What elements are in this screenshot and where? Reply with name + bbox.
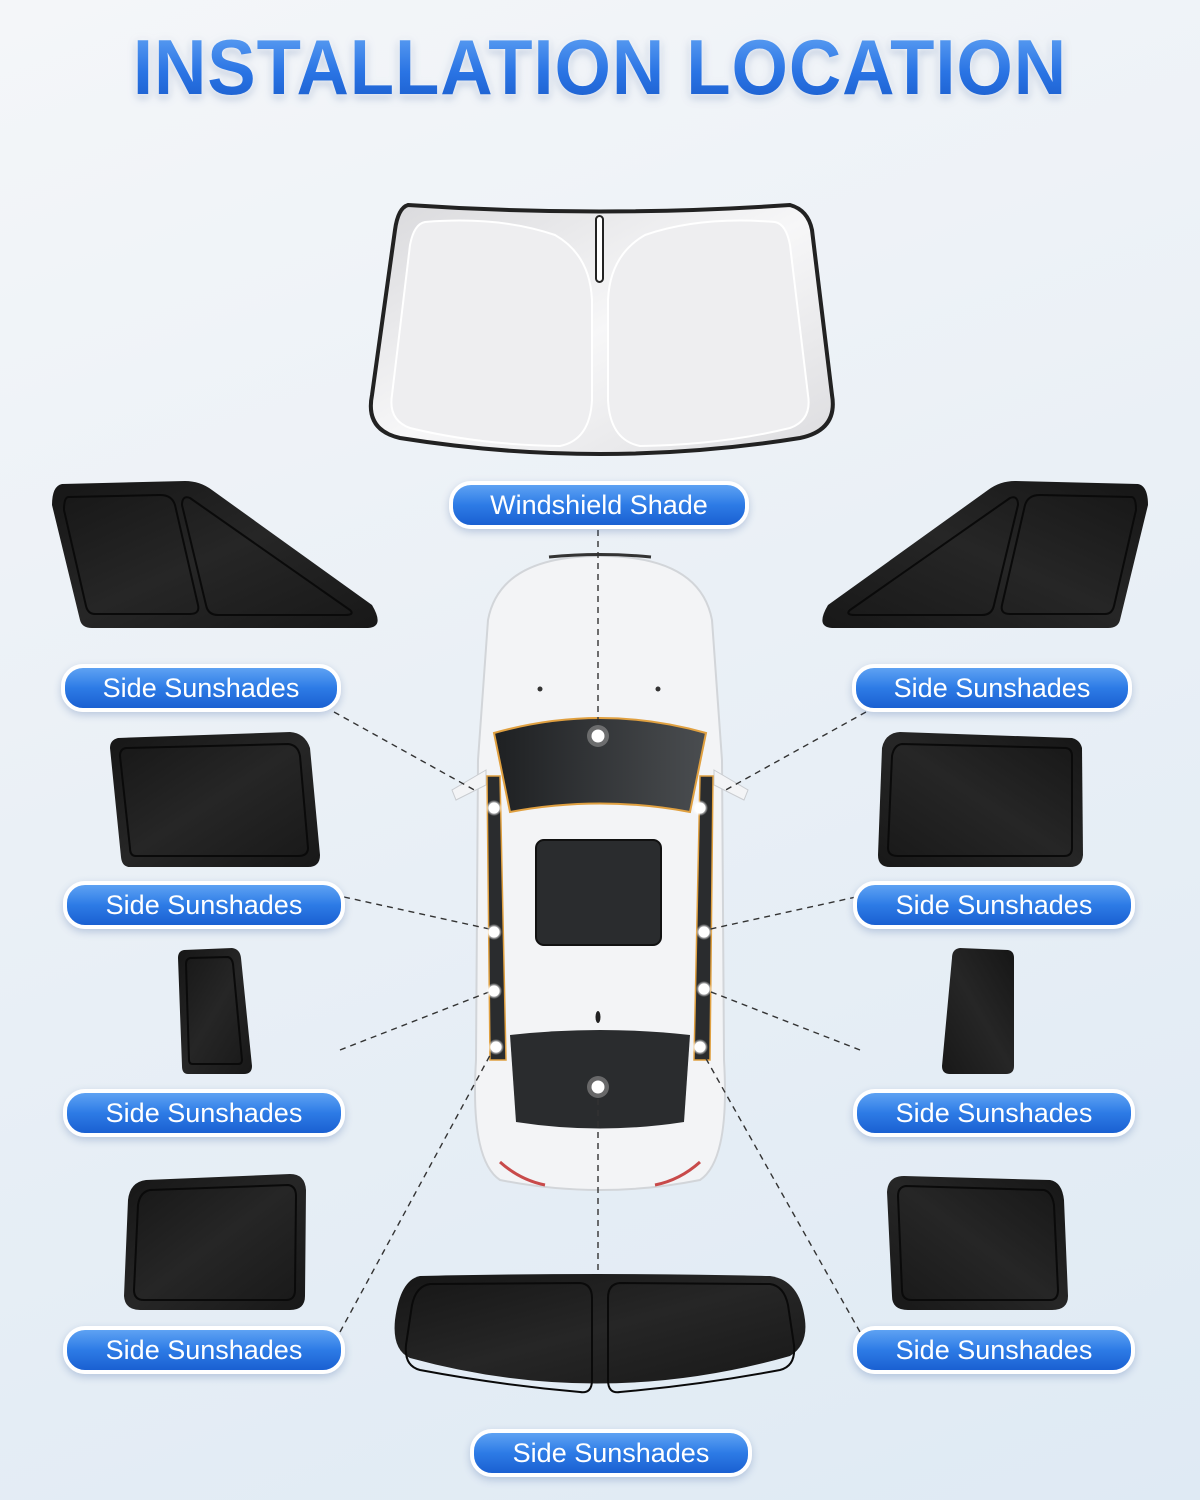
shade-rear [394, 1274, 806, 1394]
windshield-shade [368, 202, 835, 456]
leader-lines [333, 530, 867, 1333]
page-title: INSTALLATION LOCATION [42, 22, 1158, 113]
label-windshield-shade: Windshield Shade [449, 481, 749, 529]
label-side-sunshades-right-3: Side Sunshades [853, 1089, 1135, 1137]
car-top-view [451, 553, 749, 1191]
shade-right-1 [822, 481, 1148, 628]
location-markers [486, 725, 712, 1098]
shade-left-3 [178, 948, 252, 1074]
shade-left-2 [110, 732, 320, 867]
label-side-sunshades-right-2: Side Sunshades [853, 881, 1135, 929]
label-side-sunshades-left-4: Side Sunshades [63, 1326, 345, 1374]
shade-right-2 [878, 732, 1083, 867]
label-side-sunshades-right-1: Side Sunshades [852, 664, 1132, 712]
label-side-sunshades-left-1: Side Sunshades [61, 664, 341, 712]
label-side-sunshades-left-2: Side Sunshades [63, 881, 345, 929]
label-side-sunshades-left-3: Side Sunshades [63, 1089, 345, 1137]
label-side-sunshades-right-4: Side Sunshades [853, 1326, 1135, 1374]
shade-right-4 [887, 1176, 1068, 1310]
shade-left-1 [52, 481, 378, 628]
shade-right-3 [942, 948, 1014, 1074]
shade-left-4 [124, 1174, 306, 1310]
label-side-sunshades-rear: Side Sunshades [470, 1429, 752, 1477]
